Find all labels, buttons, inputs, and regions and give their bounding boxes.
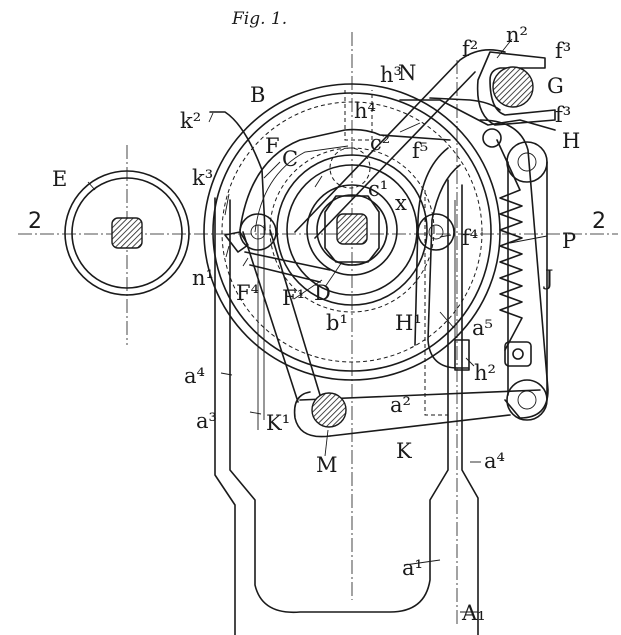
label-c1: c¹ (368, 177, 388, 201)
label-a1: a¹ (402, 556, 423, 580)
label-g: G (547, 74, 564, 98)
label-h1: H¹ (395, 311, 422, 335)
label-f4-upper: F⁴ (236, 281, 259, 305)
member-h1 (414, 147, 470, 371)
cam-c (269, 147, 435, 313)
figure-caption: Fig. 1. (231, 9, 287, 29)
label-a3: a³ (196, 409, 217, 433)
label-h3: h³ (380, 63, 402, 87)
label-e: E (52, 167, 67, 191)
section-mark-left: 2 (28, 209, 42, 234)
label-n: N (398, 61, 416, 85)
label-f: F (265, 134, 280, 158)
spring-p (496, 139, 523, 351)
label-k3: k³ (192, 166, 213, 190)
latch-n1 (224, 231, 249, 253)
section-mark-right: 2 (592, 209, 606, 234)
center-axes (18, 32, 618, 625)
label-b1: b¹ (326, 311, 348, 335)
label-f3-bottom: f³ (555, 103, 571, 127)
label-h4: h⁴ (354, 99, 376, 123)
roller-e (64, 170, 190, 296)
clamp-f3 (476, 51, 556, 126)
lever-f-inner (254, 145, 349, 233)
label-a4-left: a⁴ (184, 364, 205, 388)
label-f3-top: f³ (555, 39, 571, 63)
label-k1: K¹ (266, 411, 290, 435)
lever-f1 (244, 251, 331, 271)
label-m: M (316, 453, 338, 477)
label-f5: f⁵ (412, 139, 428, 163)
spring-anchor (504, 341, 532, 367)
label-a1-subscript: A₁ (461, 601, 486, 625)
label-f2: f² (462, 37, 478, 61)
lever-k (242, 229, 541, 438)
hook-k2 (209, 111, 266, 231)
label-d: D (314, 281, 331, 305)
leader-lines (87, 38, 548, 613)
label-f4: f⁴ (462, 226, 478, 250)
label-a4-right: a⁴ (484, 449, 505, 473)
label-n1: n¹ (192, 266, 214, 290)
label-b: B (250, 83, 265, 107)
lever-f (239, 128, 451, 231)
lever-f1b (249, 264, 321, 283)
label-a2: a² (390, 393, 411, 417)
label-x: x (395, 191, 407, 215)
part-labels: B C c¹ c² D E F F¹ F⁴ f² f³ f³ f⁴ f⁵ G H… (52, 23, 580, 625)
label-h2: h² (474, 361, 496, 385)
label-k: K (396, 439, 412, 463)
wheel-b (203, 83, 501, 381)
label-a5: a⁵ (472, 316, 493, 340)
label-n2: n² (506, 23, 528, 47)
label-c: C (282, 147, 298, 171)
label-f1: F¹ (282, 286, 305, 310)
guide-a2 (424, 190, 448, 416)
label-j: J (543, 266, 553, 290)
guide-h4 (344, 90, 373, 141)
label-p: P (562, 229, 576, 253)
label-h: H (562, 129, 580, 153)
label-c2: c² (370, 131, 390, 155)
label-k2: k² (180, 109, 201, 133)
lever-n (294, 49, 556, 239)
